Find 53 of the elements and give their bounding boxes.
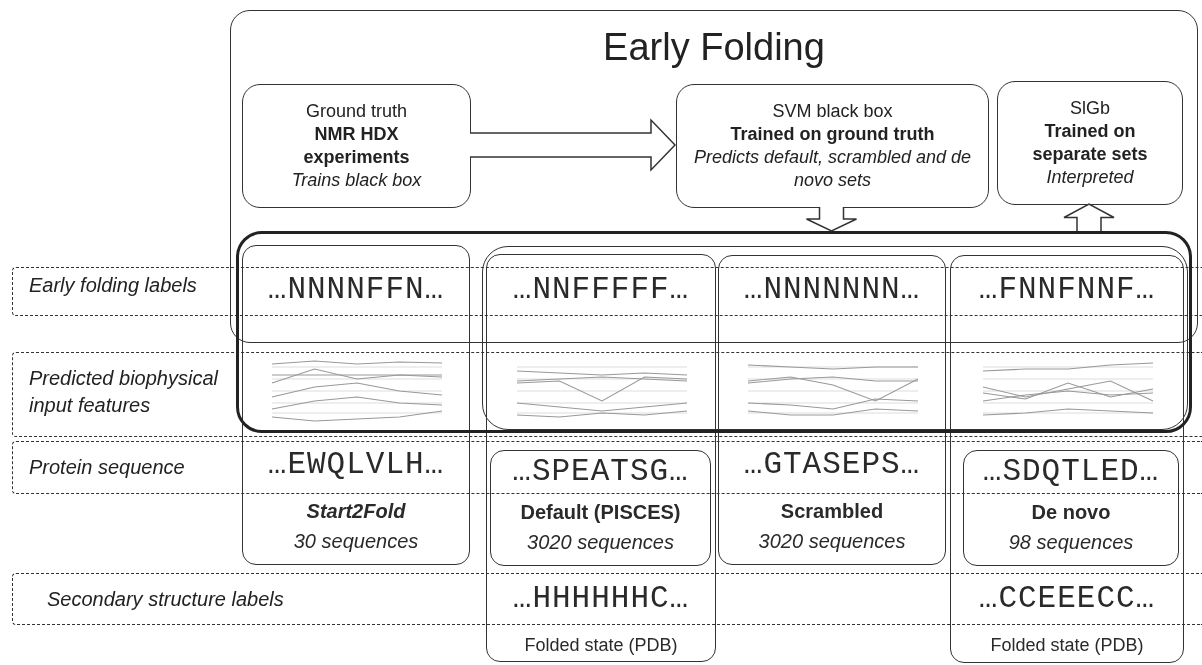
sequence-label: …SDQTLED… [981, 454, 1161, 490]
grouping-box [236, 231, 1192, 433]
dashed-band [12, 267, 1202, 316]
sequence-label: …HHHHHHC… [511, 581, 691, 617]
box-note: Interpreted [1046, 166, 1134, 189]
process-box [997, 81, 1183, 205]
box-heading: Early Folding [602, 25, 826, 69]
block-arrow [469, 118, 677, 172]
row-label: Early folding labels [29, 273, 198, 298]
box-heading: Trained on ground truth [730, 123, 935, 146]
dataset-column [963, 450, 1179, 566]
dataset-column [950, 255, 1184, 663]
grouping-box [482, 246, 1188, 430]
sequence-label: …CCEEECC… [977, 581, 1157, 617]
container-box [230, 10, 1198, 343]
sequence-count: 3020 sequences [526, 530, 675, 555]
dashed-band [12, 573, 1202, 625]
dataset-column [490, 450, 711, 566]
box-heading: NMR HDX experiments [302, 123, 411, 169]
row-label: Secondary structure labels [47, 587, 285, 612]
dataset-name: De novo [1030, 500, 1112, 525]
dashed-band [12, 352, 1202, 437]
dataset-name: Scrambled [779, 499, 885, 524]
sequence-label: …NNFFFFF… [511, 272, 691, 308]
row-label: Protein sequence [29, 455, 186, 480]
process-box [242, 84, 471, 208]
sequence-label: …NNNNFFN… [266, 272, 446, 308]
box-title: SVM black box [772, 100, 893, 123]
box-title: Ground truth [305, 100, 408, 123]
sequence-count: 30 sequences [292, 529, 420, 554]
dataset-column [718, 255, 946, 565]
sequence-label: …FNNFNNF… [977, 272, 1157, 308]
dataset-name: Default (PISCES) [519, 500, 682, 525]
sequence-label: …SPEATSG… [511, 454, 690, 490]
sequence-count: 98 sequences [1007, 530, 1135, 555]
box-title: SlGb [1070, 97, 1110, 120]
dataset-column [242, 245, 470, 565]
sequence-label: …GTASEPS… [742, 447, 922, 483]
block-arrow [805, 206, 858, 232]
sequence-label: …EWQLVLH… [266, 447, 446, 483]
dataset-name: Start2Fold [305, 499, 407, 524]
box-note: Trains black box [291, 169, 422, 192]
dashed-band [12, 441, 1202, 494]
source-label: Folded state (PDB) [989, 634, 1145, 657]
sequence-label: …NNNNNNN… [742, 272, 922, 308]
source-label: Folded state (PDB) [523, 634, 679, 657]
box-heading: Trained on separate sets [1031, 120, 1149, 166]
row-label: Predicted biophysical input features [29, 366, 220, 418]
dataset-column [486, 254, 716, 662]
sequence-count: 3020 sequences [757, 529, 907, 554]
block-arrow [1063, 203, 1115, 232]
process-box [676, 84, 989, 208]
box-note: Predicts default, scrambled and de novo sets [692, 146, 973, 192]
